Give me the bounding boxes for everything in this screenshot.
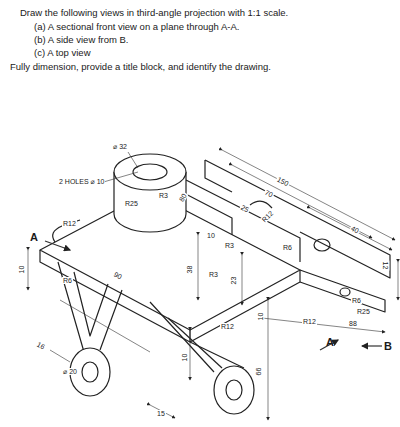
dimension-text: 88: [348, 320, 358, 327]
instruction-text: (c) A top view: [34, 48, 91, 58]
dimension-text: R6: [351, 297, 362, 304]
dimension-text: 10: [257, 312, 264, 322]
dimension-text: R25: [356, 308, 371, 315]
dimension-text: R6: [62, 277, 73, 284]
dimension-text: R25: [124, 200, 139, 207]
instruction-text: Draw the following views in third-angle …: [20, 8, 288, 18]
instruction-text: Fully dimension, provide a title block, …: [10, 62, 271, 72]
dimension-text: 70: [263, 188, 275, 199]
dimension-text: R12: [62, 220, 77, 227]
dimension-text: 10: [181, 353, 188, 363]
view-letter: A: [30, 232, 38, 243]
dimension-text: 38: [186, 265, 193, 275]
instruction-text: (b) A side view from B.: [34, 35, 129, 45]
dimension-text: 10: [18, 265, 25, 275]
dimension-text: R12: [220, 323, 235, 330]
dimension-text: 15: [156, 410, 166, 417]
dimension-text: R3: [158, 192, 169, 199]
instruction-text: (a) A sectional front view on a plane th…: [34, 22, 239, 32]
dimension-text: 12: [382, 261, 389, 271]
dimension-text: 16: [35, 340, 47, 351]
dimension-text: R3: [224, 242, 235, 249]
dimension-text: 66: [255, 367, 262, 377]
dimension-text: 2 HOLES ⌀ 10: [58, 178, 105, 185]
dimension-text: 10: [206, 232, 216, 239]
view-letter: B: [384, 341, 392, 352]
dimension-text: 150: [275, 175, 290, 188]
dimension-text: R6: [282, 244, 293, 251]
dimension-text: 23: [230, 276, 237, 286]
dimension-text: ⌀ 32: [112, 143, 128, 150]
dimension-text: R12: [302, 318, 317, 325]
dimension-text: ⌀ 20: [62, 368, 78, 375]
view-letter: A: [326, 337, 334, 348]
dimension-text: R3: [208, 271, 219, 278]
